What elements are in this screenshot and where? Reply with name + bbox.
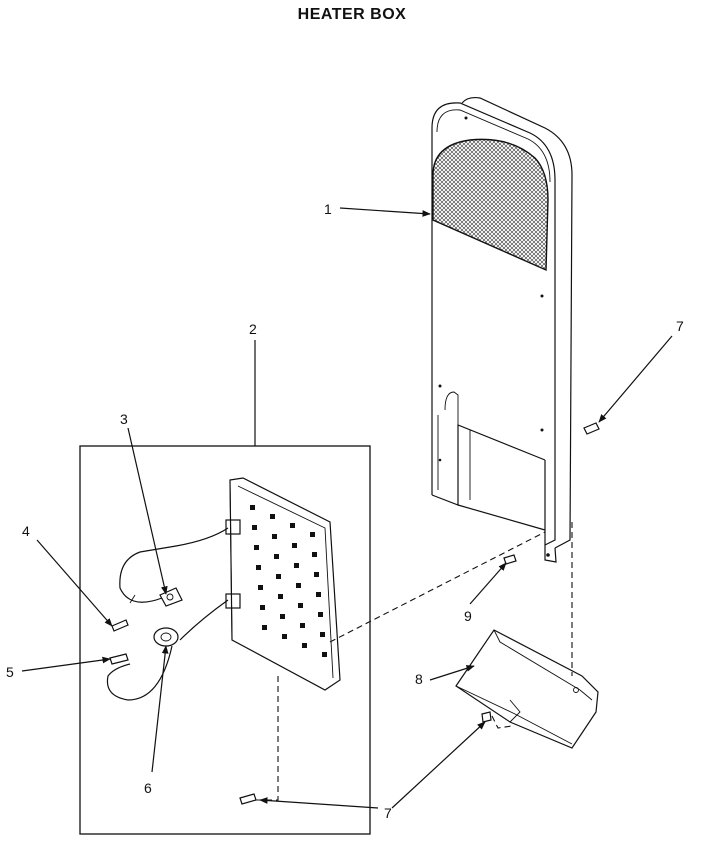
callout-1: 1 [324,201,332,217]
plate-hole [252,525,257,530]
plate-hole [322,652,327,657]
plate-hole [276,574,281,579]
callout-9: 9 [464,608,472,624]
screw-7-upper [583,422,600,435]
heater-grille [432,138,549,272]
plate-hole [282,634,287,639]
plate-hole [254,545,259,550]
plate-hole [294,563,299,568]
mounting-bracket [455,629,599,749]
plate-hole [314,572,319,577]
heater-housing [431,96,573,563]
plate-hole [256,565,261,570]
plate-hole [298,603,303,608]
callout-8: 8 [415,671,423,687]
plate-hole [270,514,275,519]
plate-hole [300,623,305,628]
plate-hole [292,543,297,548]
screw-7-lower [239,793,257,805]
plate-hole [260,605,265,610]
assembly-2-frame [79,445,371,835]
plate-hole [296,583,301,588]
plate-hole [316,592,321,597]
plate-hole [262,625,267,630]
callout-7-upper: 7 [676,318,684,334]
plate-hole [280,614,285,619]
plate-hole [290,523,295,528]
callout-7-lower: 7 [384,805,392,821]
callout-5: 5 [6,664,14,680]
plate-hole [258,585,263,590]
plate-hole [250,505,255,510]
screw-9 [503,554,517,565]
plate-hole [274,554,279,559]
callout-6: 6 [144,780,152,796]
heater-element-plate [229,477,341,691]
plate-hole [278,594,283,599]
callout-2: 2 [249,321,257,337]
diagram-title: HEATER BOX [297,6,407,23]
screw-7-bracket [481,711,492,723]
upper-thermostat [119,519,241,607]
plate-hole [318,612,323,617]
plate-hole [310,532,315,537]
screw-5 [109,653,129,665]
screw-4 [111,619,129,632]
callout-3: 3 [120,411,128,427]
plate-hole [320,632,325,637]
plate-hole [312,552,317,557]
lower-thermostat [106,593,241,701]
plate-hole [302,643,307,648]
plate-hole [272,534,277,539]
callout-4: 4 [22,523,30,539]
